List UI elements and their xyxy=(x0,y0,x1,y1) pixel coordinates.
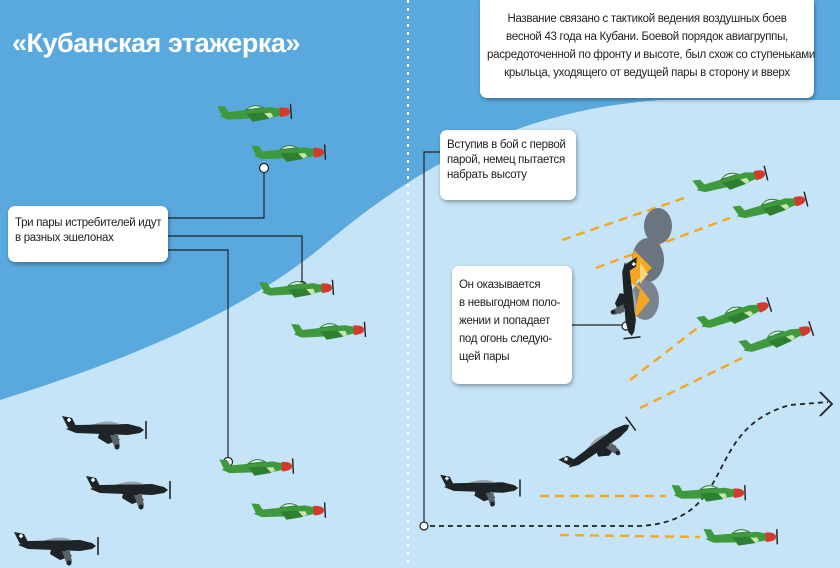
callout-line: крыльца, уходящего от ведущей пары в сто… xyxy=(504,67,790,79)
callout-line: под огонь следую- xyxy=(459,333,552,345)
callout-line: жении и попадает xyxy=(459,315,550,327)
callout-line: в невыгодном поло- xyxy=(459,297,561,309)
callout-line: набрать высоту xyxy=(447,169,527,181)
marker-dot xyxy=(419,521,429,531)
disadvantage-callout: Он оказывается в невыгодном поло- жении … xyxy=(452,266,572,384)
left-connectors xyxy=(168,172,303,462)
callout-line: в разных эшелонах xyxy=(15,232,114,244)
callout-line: Вступив в бой с первой xyxy=(447,139,566,151)
callout-line: Три пары истребителей идут xyxy=(15,217,162,229)
light-sky-band xyxy=(0,100,840,568)
callout-line: парой, немец пытается xyxy=(447,154,565,166)
tracer-fire xyxy=(540,194,743,539)
right-connectors xyxy=(423,151,624,524)
three-pairs-callout: Три пары истребителей идут в разных эшел… xyxy=(8,206,168,262)
arrow-right-icon xyxy=(819,391,834,417)
intro-callout: Название связано с тактикой ведения возд… xyxy=(480,0,815,98)
callout-line: расредоточенной по фронту и высоте, был … xyxy=(487,49,815,61)
first-pair-callout: Вступив в бой с первой парой, немец пыта… xyxy=(440,130,576,200)
smoke-fire-icon xyxy=(628,208,672,322)
callout-line: Он оказывается xyxy=(459,279,541,291)
marker-dot xyxy=(258,162,270,174)
callout-line: весной 43 года на Кубани. Боевой порядок… xyxy=(506,31,788,43)
callout-line: щей пары xyxy=(459,351,510,363)
flight-path xyxy=(430,401,829,527)
diagram-title: «Кубанская этажерка» xyxy=(12,28,300,58)
callout-line: Название связано с тактикой ведения возд… xyxy=(507,13,787,25)
